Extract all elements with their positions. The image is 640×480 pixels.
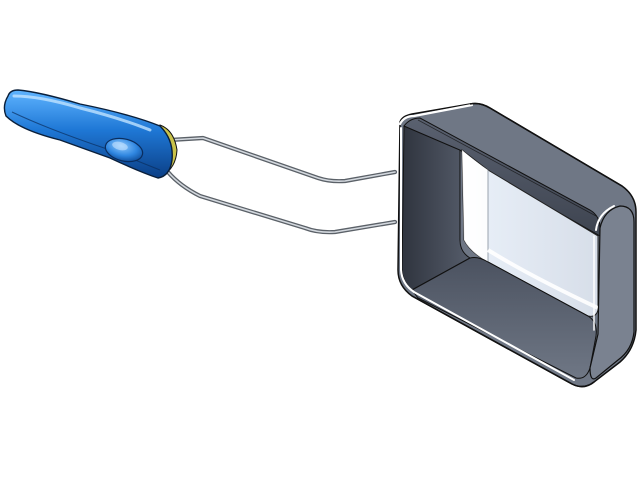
wire-frame bbox=[165, 135, 398, 235]
upper-wire bbox=[167, 135, 398, 184]
basket-rim-highlight bbox=[398, 103, 474, 126]
lower-wire bbox=[165, 169, 398, 235]
basket-right-rim bbox=[589, 205, 635, 380]
handle bbox=[3, 89, 178, 179]
basket-front-wall bbox=[411, 257, 597, 379]
basket bbox=[397, 102, 637, 388]
